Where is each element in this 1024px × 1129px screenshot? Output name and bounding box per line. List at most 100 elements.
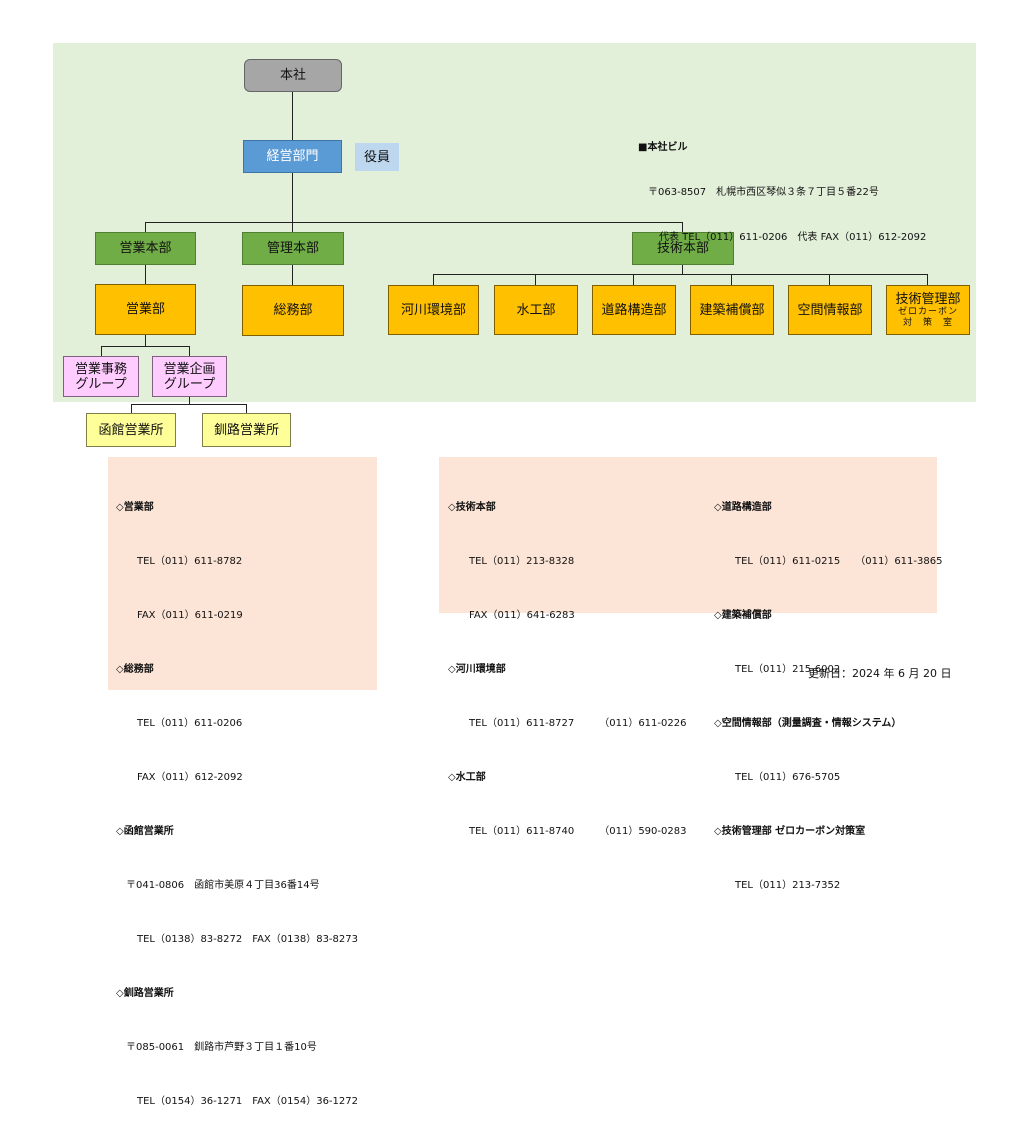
eigyo-jimu-box: 営業事務 グループ [63,356,139,397]
connector [633,274,634,285]
eigyo-kikaku-label: 営業企画 [163,361,216,377]
kasen-label: 河川環境部 [400,302,466,318]
gijutsu-honbu-box: 技術本部 [632,232,734,265]
connector [682,222,683,232]
connector [189,397,190,405]
contact-head: ◇総務部 [116,664,154,675]
suiko-box: 水工部 [494,285,578,335]
yakuin-box: 役員 [355,143,399,171]
contact-line: TEL（0138）83-8272 FAX（0138）83-8273 [137,934,358,945]
eigyobu-box: 営業部 [95,284,196,335]
gijutsu-honbu-label: 技術本部 [656,241,709,256]
contact-head: ◇空間情報部（測量調査・情報システム） [714,718,902,729]
eigyo-jimu-group-label: グループ [75,376,127,392]
contact-line: TEL（011）611-0206 [137,718,243,729]
taisakushitsu-label: 対 策 室 [902,317,953,328]
contact-line: TEL（011）676-5705 [735,772,841,783]
doro-box: 道路構造部 [592,285,676,335]
connector [145,335,146,347]
connector [682,265,683,275]
contact-line: TEL（011）611-0215 （011）611-3865 [735,556,943,567]
connector [731,274,732,285]
kasen-box: 河川環境部 [388,285,479,335]
updated-date: 更新日：2024 年 6 月 20 日 [808,667,952,680]
eigyo-honbu-label: 営業本部 [119,241,172,256]
honsha-box: 本社 [244,59,342,92]
contact-line: TEL（011）611-8782 [137,556,243,567]
kushiro-label: 釧路営業所 [213,422,279,438]
connector [535,274,536,285]
contact-line: TEL（011）213-7352 [735,880,841,891]
eigyo-jimu-label: 営業事務 [74,361,127,377]
contact-panel-right [439,457,937,613]
connector [433,274,434,285]
connector [101,346,102,356]
contact-head: ◇釧路営業所 [116,988,174,999]
connector [927,274,928,285]
gijutsu-kanri-box: 技術管理部 ゼロカーボン 対 策 室 [886,285,970,335]
kanri-honbu-box: 管理本部 [242,232,344,265]
connector [829,274,830,285]
kushiro-box: 釧路営業所 [202,413,291,447]
connector [246,404,247,413]
contact-line: TEL（011）611-8740 （011）590-0283 [469,826,687,837]
eigyobu-label: 営業部 [125,302,165,317]
kukan-label: 空間情報部 [797,302,863,318]
connector [145,222,683,223]
eigyo-honbu-box: 営業本部 [95,232,196,265]
contact-line: FAX（011）641-6283 [469,610,575,621]
contacts-left: ◇営業部 TEL（011）611-8782 FAX（011）611-0219 ◇… [116,463,358,1129]
hakodate-box: 函館営業所 [86,413,176,447]
connector [131,404,247,405]
yakuin-label: 役員 [363,149,390,165]
keiei-label: 経営部門 [266,149,319,164]
hq-phone: 代表 TEL（011）611-0206 代表 FAX（011）612-2092 [659,232,927,243]
kenchiku-box: 建築補償部 [690,285,774,335]
contact-line: TEL（011）215-6002 [735,664,841,675]
contact-head: ◇函館営業所 [116,826,174,837]
doro-label: 道路構造部 [601,302,667,318]
contact-head: ◇営業部 [116,502,154,513]
contact-head: ◇技術管理部 ゼロカーボン対策室 [714,826,866,837]
contacts-right: ◇道路構造部 TEL（011）611-0215 （011）611-3865 ◇建… [714,463,942,913]
hq-title: ■本社ビル [638,142,688,153]
contact-head: ◇道路構造部 [714,502,772,513]
hakodate-label: 函館営業所 [98,422,164,438]
contact-line: TEL（0154）36-1271 FAX（0154）36-1272 [137,1096,358,1107]
connector [189,346,190,356]
connector [292,222,293,232]
connector [131,404,132,413]
contact-line: FAX（011）612-2092 [137,772,243,783]
contact-line: TEL（011）213-8328 [469,556,575,567]
somubu-label: 総務部 [273,303,313,318]
connector [145,222,146,232]
connector [292,92,293,140]
contact-head: ◇水工部 [448,772,486,783]
keiei-box: 経営部門 [243,140,342,173]
contact-address: 〒085-0061 釧路市芦野３丁目１番10号 [126,1042,317,1053]
connector [101,346,190,347]
contact-head: ◇河川環境部 [448,664,506,675]
zero-carbon-label: ゼロカーボン [897,306,958,317]
honsha-label: 本社 [279,68,306,83]
contact-address: 〒041-0806 函館市美原４丁目36番14号 [126,880,320,891]
gijutsu-kanri-label: 技術管理部 [895,291,961,307]
connector [145,265,146,284]
kukan-box: 空間情報部 [788,285,872,335]
contact-head: ◇建築補償部 [714,610,772,621]
connector [292,265,293,285]
contact-line: FAX（011）611-0219 [137,610,243,621]
contact-head: ◇技術本部 [448,502,496,513]
connector [292,173,293,223]
eigyo-kikaku-group-label: グループ [163,376,216,392]
connector [433,274,928,275]
eigyo-kikaku-box: 営業企画 グループ [152,356,227,397]
suiko-label: 水工部 [516,302,556,318]
contact-panel-left [108,457,377,690]
kanri-honbu-label: 管理本部 [266,241,319,256]
kenchiku-label: 建築補償部 [699,302,765,318]
somubu-box: 総務部 [242,285,344,336]
contact-line: TEL（011）611-8727 （011）611-0226 [469,718,687,729]
hq-address-block: ■本社ビル 〒063-8507 札幌市西区琴似３条７丁目５番22号 代表 TEL… [638,110,926,260]
contacts-mid: ◇技術本部 TEL（011）213-8328 FAX（011）641-6283 … [448,463,686,859]
